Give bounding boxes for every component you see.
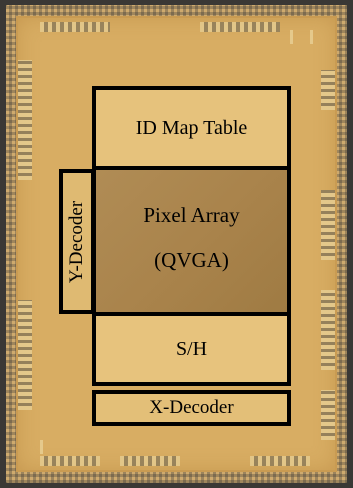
y-decoder-block: Y-Decoder bbox=[59, 169, 95, 314]
x-decoder-label: X-Decoder bbox=[149, 397, 234, 418]
bottom-bond-pads-right bbox=[250, 456, 310, 466]
bottom-bond-pads-left bbox=[40, 456, 100, 466]
sample-hold-label: S/H bbox=[175, 337, 208, 360]
right-bond-pads-middle bbox=[321, 190, 335, 260]
pixel-array-label: Pixel Array bbox=[143, 203, 240, 227]
right-bond-pads-top bbox=[321, 70, 335, 110]
right-bond-pads-bottom bbox=[321, 390, 335, 440]
pixel-array-resolution-label: (QVGA) bbox=[154, 248, 229, 272]
bottom-bond-pads-middle bbox=[120, 456, 180, 466]
left-bond-pads-upper bbox=[18, 60, 32, 180]
fiducial-mark-bottom-left bbox=[40, 440, 43, 454]
sample-hold-block: S/H bbox=[92, 312, 291, 386]
right-bond-pads-lower bbox=[321, 290, 335, 370]
y-decoder-label: Y-Decoder bbox=[66, 200, 88, 283]
top-bond-pads-right bbox=[200, 22, 280, 32]
top-bond-pads-left bbox=[40, 22, 110, 32]
id-map-table-label: ID Map Table bbox=[135, 116, 248, 139]
id-map-table-block: ID Map Table bbox=[92, 86, 291, 170]
left-bond-pads-lower bbox=[18, 300, 32, 410]
pixel-array-block: Pixel Array (QVGA) bbox=[92, 166, 291, 316]
fiducial-mark-top-right-2 bbox=[310, 30, 313, 44]
x-decoder-block: X-Decoder bbox=[92, 390, 291, 426]
fiducial-mark-top-right bbox=[290, 30, 293, 44]
